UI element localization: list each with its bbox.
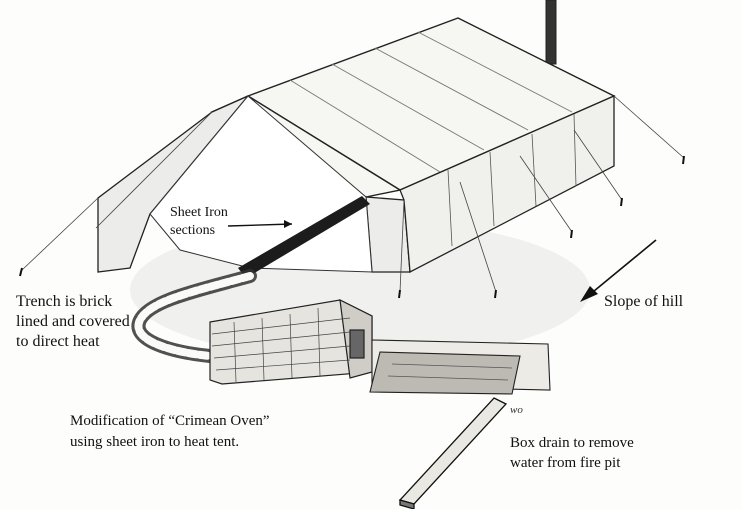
trench-label: Trench is brick lined and covered to dir… [16, 292, 130, 352]
artist-initials: wo [510, 404, 523, 416]
stove-pipe [545, 0, 557, 65]
tent-stakes [19, 155, 685, 299]
drain-label: Box drain to remove water from fire pit [510, 433, 634, 473]
fire-pit [369, 339, 551, 395]
guy-ropes [21, 95, 685, 293]
sheet-iron-label-line-2: sections [170, 223, 216, 238]
roof-seams [289, 31, 573, 173]
slope-arrowhead [580, 286, 598, 302]
trench-label-line-1: Trench is brick [16, 293, 113, 310]
wall-folds [447, 113, 577, 247]
box-drain [398, 397, 508, 509]
drain-label-line-1: Box drain to remove [510, 435, 634, 451]
sheet-iron-label: Sheet Iron sections [170, 204, 228, 240]
oven-caption: Modification of “Crimean Oven” using she… [70, 411, 270, 453]
crimean-oven [209, 298, 373, 385]
brick-trench-inner [134, 272, 254, 360]
sheet-iron-trench [238, 196, 370, 278]
oven-caption-line-2: using sheet iron to heat tent. [70, 434, 240, 450]
sheet-iron-label-line-1: Sheet Iron [170, 205, 228, 220]
slope-label: Slope of hill [604, 293, 684, 310]
slope-arrow [587, 239, 657, 297]
drain-label-line-2: water from fire pit [510, 455, 621, 471]
tent-side-wall [399, 95, 615, 274]
sheet-iron-arrow [227, 223, 293, 227]
oven-caption-line-1: Modification of “Crimean Oven” [70, 413, 270, 429]
trench-label-line-2: lined and covered [16, 313, 130, 330]
trench-label-line-3: to direct heat [16, 333, 100, 350]
sheet-iron-arrowhead [284, 220, 292, 228]
